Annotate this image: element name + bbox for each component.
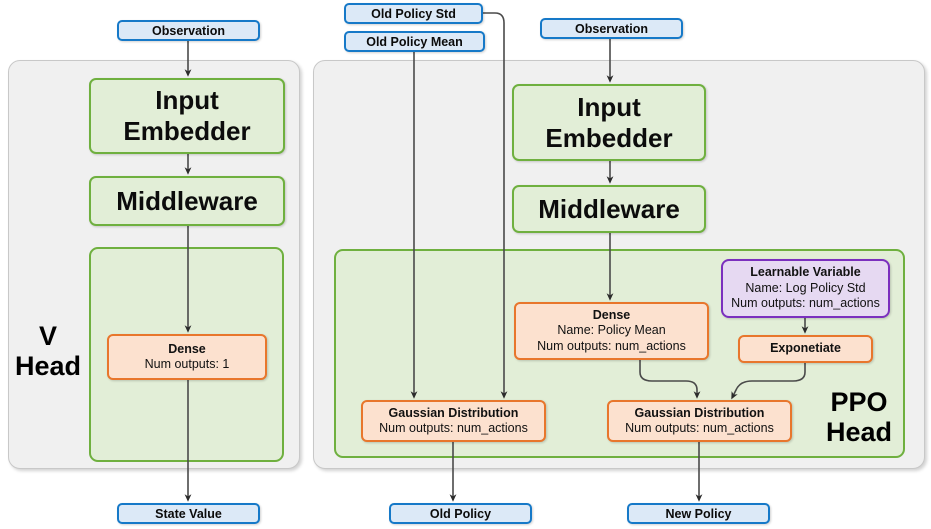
v-head-label: V Head xyxy=(12,321,84,381)
v-head-label-line2: Head xyxy=(14,350,82,381)
ppo-learnable-variable-block[interactable]: Learnable Variable Name: Log Policy Std … xyxy=(721,259,890,318)
ppo-observation-input[interactable]: Observation xyxy=(540,18,683,39)
ppo-observation-label: Observation xyxy=(575,21,648,36)
v-head-observation-input[interactable]: Observation xyxy=(117,20,260,41)
ppo-gaussian-new-num-outputs: Num outputs: num_actions xyxy=(625,420,774,435)
ppo-learnable-variable-title: Learnable Variable xyxy=(750,265,861,280)
v-head-middleware-label: Middleware xyxy=(116,185,258,216)
ppo-exponetiate-title: Exponetiate xyxy=(770,341,841,356)
ppo-middleware-block[interactable]: Middleware xyxy=(512,185,706,233)
v-head-dense-title: Dense xyxy=(168,341,206,356)
ppo-gaussian-old-title: Gaussian Distribution xyxy=(388,405,519,420)
v-head-label-line1: V xyxy=(38,321,57,351)
ppo-exponetiate-block[interactable]: Exponetiate xyxy=(738,335,873,363)
ppo-old-policy-output-label: Old Policy xyxy=(429,506,492,521)
v-head-state-value-output[interactable]: State Value xyxy=(117,503,260,524)
ppo-middleware-label: Middleware xyxy=(538,193,680,224)
ppo-head-label: PPO Head xyxy=(816,387,902,447)
ppo-dense-policy-mean-block[interactable]: Dense Name: Policy Mean Num outputs: num… xyxy=(514,302,709,360)
ppo-old-policy-mean-input[interactable]: Old Policy Mean xyxy=(344,31,485,52)
ppo-learnable-variable-name: Name: Log Policy Std xyxy=(745,280,866,295)
ppo-head-label-line2: Head xyxy=(825,416,893,447)
v-head-input-embedder-label: Input Embedder xyxy=(123,85,251,146)
ppo-input-embedder-label: Input Embedder xyxy=(545,91,673,153)
v-head-dense-block[interactable]: Dense Num outputs: 1 xyxy=(107,334,267,380)
v-head-observation-label: Observation xyxy=(152,23,225,38)
v-head-dense-num-outputs: Num outputs: 1 xyxy=(144,356,230,371)
ppo-old-policy-mean-label: Old Policy Mean xyxy=(366,34,463,49)
v-head-state-value-label: State Value xyxy=(155,506,222,521)
ppo-new-policy-output-label: New Policy xyxy=(665,506,732,521)
ppo-gaussian-old-block[interactable]: Gaussian Distribution Num outputs: num_a… xyxy=(361,400,546,442)
v-head-input-embedder-block[interactable]: Input Embedder xyxy=(89,78,285,154)
v-head-middleware-block[interactable]: Middleware xyxy=(89,176,285,226)
ppo-dense-name: Name: Policy Mean xyxy=(557,323,666,337)
ppo-dense-title: Dense xyxy=(592,307,631,322)
ppo-head-label-line1: PPO xyxy=(830,387,888,417)
ppo-gaussian-old-num-outputs: Num outputs: num_actions xyxy=(379,420,528,435)
ppo-gaussian-new-title: Gaussian Distribution xyxy=(634,405,765,420)
ppo-gaussian-new-block[interactable]: Gaussian Distribution Num outputs: num_a… xyxy=(607,400,792,442)
ppo-dense-num-outputs: Num outputs: num_actions xyxy=(537,338,686,353)
ppo-old-policy-std-input[interactable]: Old Policy Std xyxy=(344,3,483,24)
ppo-learnable-variable-num-outputs: Num outputs: num_actions xyxy=(731,296,880,311)
ppo-new-policy-output[interactable]: New Policy xyxy=(627,503,770,524)
ppo-old-policy-output[interactable]: Old Policy xyxy=(389,503,532,524)
ppo-old-policy-std-label: Old Policy Std xyxy=(371,6,456,21)
ppo-input-embedder-block[interactable]: Input Embedder xyxy=(512,84,706,161)
